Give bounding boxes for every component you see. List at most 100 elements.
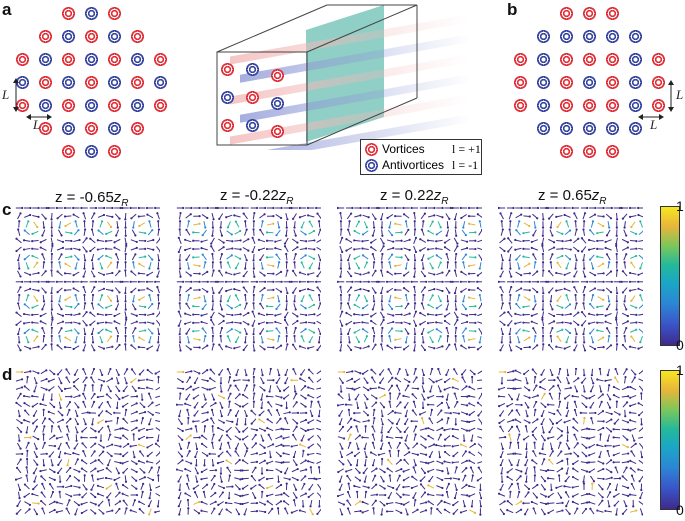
vortex-icon xyxy=(559,98,574,113)
colorbar-c xyxy=(660,206,680,346)
vortex-icon xyxy=(559,52,574,67)
vector-field-c-3 xyxy=(337,206,482,352)
vortex-icon xyxy=(130,75,145,90)
horizontal-spacing-arrow-a xyxy=(26,114,52,120)
antivortex-icon xyxy=(84,98,99,113)
spacing-label-vertical-a: L xyxy=(2,87,10,102)
antivortex-icon xyxy=(245,62,260,77)
vortex-icon xyxy=(582,98,597,113)
legend-label-vortices: Vortices xyxy=(382,142,425,156)
antivortex-icon xyxy=(536,29,551,44)
antivortex-icon xyxy=(245,118,260,133)
vortex-icon xyxy=(61,6,76,21)
antivortex-icon xyxy=(605,121,620,136)
colorbar-c-max: 1 xyxy=(676,198,684,214)
vortex-icon xyxy=(38,75,53,90)
vortex-icon xyxy=(153,52,168,67)
vortex-icon xyxy=(15,98,30,113)
legend-label-antivortices: Antivortices xyxy=(382,158,445,172)
antivortex-icon xyxy=(270,96,285,111)
vortex-icon xyxy=(107,6,122,21)
antivortex-icon xyxy=(130,52,145,67)
antivortex-icon xyxy=(84,144,99,159)
panel-label-b: b xyxy=(507,0,518,19)
vortex-icon xyxy=(513,75,528,90)
vortex-icon xyxy=(513,52,528,67)
antivortex-icon xyxy=(536,75,551,90)
antivortex-icon xyxy=(107,29,122,44)
horizontal-spacing-arrow-b xyxy=(638,114,664,120)
antivortex-icon xyxy=(153,75,168,90)
vortex-icon xyxy=(605,6,620,21)
vortex-icon xyxy=(605,144,620,159)
antivortex-icon xyxy=(84,6,99,21)
colorbar-d-min: 0 xyxy=(676,502,684,518)
vortex-icon xyxy=(107,98,122,113)
legend-item-antivortices: Antivortices l = -1 xyxy=(365,157,478,173)
colorbar-d xyxy=(660,370,680,510)
antivortex-icon xyxy=(536,98,551,113)
antivortex-icon xyxy=(582,121,597,136)
vertical-spacing-arrow-a xyxy=(13,78,19,112)
vortex-icon xyxy=(513,98,528,113)
panel-label-c: c xyxy=(2,200,12,219)
vortex-icon xyxy=(38,29,53,44)
antivortex-icon xyxy=(582,75,597,90)
vortex-icon xyxy=(605,98,620,113)
antivortex-icon xyxy=(559,29,574,44)
vortex-icon xyxy=(651,52,666,67)
panel-label-d: d xyxy=(2,365,13,384)
antivortex-icon xyxy=(628,98,643,113)
vector-field-c-1 xyxy=(15,206,160,352)
vortex-icon xyxy=(15,52,30,67)
vortex-icon xyxy=(559,144,574,159)
vector-field-d-1 xyxy=(15,368,160,516)
vector-field-c-4 xyxy=(498,206,643,352)
antivortex-icon xyxy=(61,75,76,90)
z-label-2: z = -0.22zR xyxy=(220,187,294,207)
vortex-icon xyxy=(153,98,168,113)
vortex-icon xyxy=(559,6,574,21)
antivortex-icon xyxy=(61,29,76,44)
antivortex-icon xyxy=(220,90,235,105)
vector-field-d-2 xyxy=(176,368,321,516)
antivortex-icon xyxy=(15,75,30,90)
antivortex-icon xyxy=(107,121,122,136)
vortex-icon xyxy=(605,75,620,90)
vortex-icon xyxy=(582,144,597,159)
vortex-icon xyxy=(38,121,53,136)
antivortex-icon xyxy=(536,121,551,136)
panel-label-a: a xyxy=(2,0,12,19)
vortex-icon xyxy=(220,118,235,133)
antivortex-icon xyxy=(38,98,53,113)
vortex-icon xyxy=(61,144,76,159)
beam-propagation-cube-diagram xyxy=(216,4,470,150)
antivortex-icon xyxy=(365,158,378,172)
z-label-4: z = 0.65zR xyxy=(538,187,607,207)
antivortex-icon xyxy=(61,121,76,136)
legend-charge-antivortices: l = -1 xyxy=(452,157,479,172)
antivortex-icon xyxy=(628,29,643,44)
vortex-icon xyxy=(582,52,597,67)
spacing-label-vertical-b: L xyxy=(676,87,684,102)
vortex-icon xyxy=(245,90,260,105)
spacing-label-horizontal-a: L xyxy=(33,117,41,132)
vortex-icon xyxy=(61,52,76,67)
antivortex-icon xyxy=(628,75,643,90)
vortex-icon xyxy=(605,52,620,67)
vortex-icon xyxy=(130,29,145,44)
antivortex-icon xyxy=(107,75,122,90)
vortex-icon xyxy=(651,98,666,113)
vector-field-c-2 xyxy=(176,206,321,352)
vortex-icon xyxy=(61,98,76,113)
vortex-icon xyxy=(559,75,574,90)
vortex-icon xyxy=(270,68,285,83)
vortex-icon xyxy=(582,6,597,21)
vortex-icon xyxy=(220,62,235,77)
antivortex-icon xyxy=(38,52,53,67)
z-label-3: z = 0.22zR xyxy=(380,187,449,207)
vector-field-d-3 xyxy=(337,368,482,516)
vortex-icon xyxy=(107,144,122,159)
z-label-1: z = -0.65zR xyxy=(55,189,129,209)
antivortex-icon xyxy=(536,52,551,67)
